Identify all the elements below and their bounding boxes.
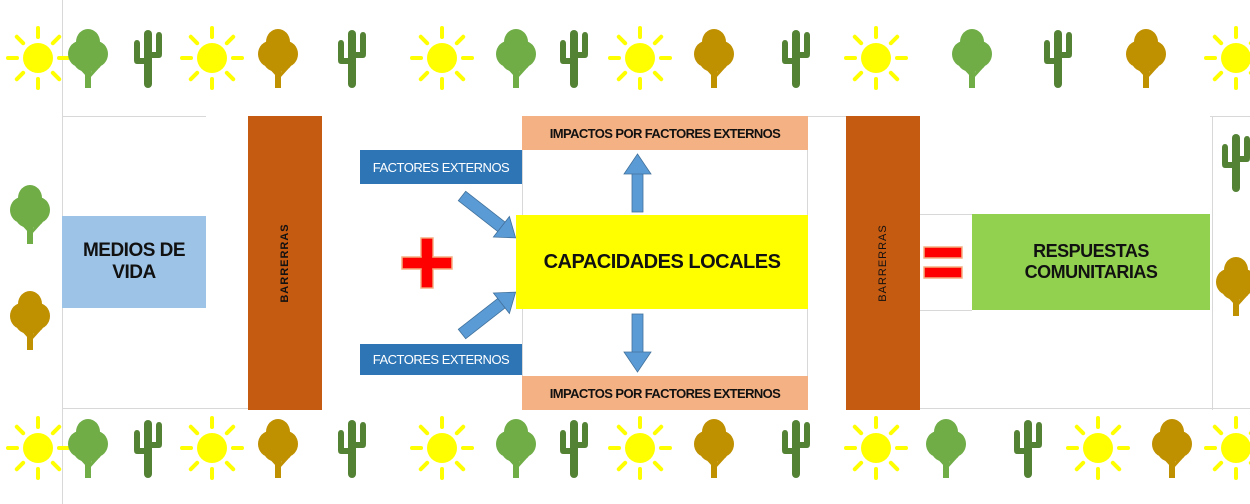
cactus-icon <box>1222 134 1250 192</box>
respuestas-comunitarias-box: RESPUESTAS COMUNITARIAS <box>972 214 1210 310</box>
cactus-icon <box>782 420 810 478</box>
sun-icon <box>844 26 908 90</box>
capacidades-locales-box: CAPACIDADES LOCALES <box>516 215 808 309</box>
arrow-down-impacto-icon <box>623 313 652 373</box>
gold-tree-icon <box>694 419 734 478</box>
green-tree-icon <box>496 419 536 478</box>
cactus-icon <box>338 30 366 88</box>
cactus-icon <box>134 420 162 478</box>
sun-icon <box>180 26 244 90</box>
arrow-factor-top-icon <box>457 190 517 239</box>
green-tree-icon <box>952 29 992 88</box>
frame-top-line-1 <box>62 116 206 117</box>
plus-icon <box>401 237 453 289</box>
sun-icon <box>608 26 672 90</box>
impacto-top-label: IMPACTOS POR FACTORES EXTERNOS <box>549 125 781 141</box>
cactus-icon <box>782 30 810 88</box>
cactus-icon <box>560 420 588 478</box>
frame-top-line-3 <box>1210 116 1250 117</box>
factor-externo-bottom-label: FACTORES EXTERNOS <box>372 352 510 367</box>
green-tree-icon <box>68 29 108 88</box>
gold-tree-icon <box>1126 29 1166 88</box>
cactus-icon <box>560 30 588 88</box>
medios-de-vida-box: MEDIOS DE VIDA <box>62 216 206 308</box>
sun-icon <box>410 416 474 480</box>
frame-right-line <box>1212 116 1213 410</box>
cactus-icon <box>134 30 162 88</box>
green-tree-icon <box>926 419 966 478</box>
sun-icon <box>608 416 672 480</box>
frame-resp-line <box>920 214 972 215</box>
sun-icon <box>6 416 70 480</box>
sun-icon <box>1204 416 1250 480</box>
cactus-icon <box>338 420 366 478</box>
arrow-factor-bottom-icon <box>457 291 517 340</box>
green-tree-icon <box>68 419 108 478</box>
frame-bottom-line-2 <box>920 408 1250 409</box>
cactus-icon <box>1014 420 1042 478</box>
capacidades-locales-label: CAPACIDADES LOCALES <box>543 250 781 273</box>
sun-icon <box>844 416 908 480</box>
barrera-right-box: BARRERRAS <box>846 116 920 410</box>
gold-tree-icon <box>258 419 298 478</box>
gold-tree-icon <box>10 291 50 350</box>
barrera-left-box: BARRERRAS <box>248 116 322 410</box>
frame-bottom-line-1 <box>62 408 248 409</box>
medios-de-vida-label: MEDIOS DE VIDA <box>82 240 186 283</box>
sun-icon <box>1204 26 1250 90</box>
impacto-top-box: IMPACTOS POR FACTORES EXTERNOS <box>522 116 808 150</box>
gold-tree-icon <box>258 29 298 88</box>
cactus-icon <box>1044 30 1072 88</box>
impacto-bottom-box: IMPACTOS POR FACTORES EXTERNOS <box>522 376 808 410</box>
arrow-up-impacto-icon <box>623 153 652 213</box>
sun-icon <box>180 416 244 480</box>
sun-icon <box>6 26 70 90</box>
gold-tree-icon <box>694 29 734 88</box>
equals-icon <box>923 246 963 279</box>
respuestas-comunitarias-label: RESPUESTAS COMUNITARIAS <box>1024 241 1158 282</box>
factor-externo-bottom-box: FACTORES EXTERNOS <box>360 344 522 375</box>
sun-icon <box>1066 416 1130 480</box>
gold-tree-icon <box>1216 257 1250 316</box>
impacto-bottom-label: IMPACTOS POR FACTORES EXTERNOS <box>549 385 781 401</box>
factor-externo-top-label: FACTORES EXTERNOS <box>372 159 510 175</box>
frame-resp-line-b <box>920 310 972 311</box>
green-tree-icon <box>10 185 50 244</box>
sun-icon <box>410 26 474 90</box>
frame-top-line-2 <box>808 116 846 117</box>
green-tree-icon <box>496 29 536 88</box>
gold-tree-icon <box>1152 419 1192 478</box>
factor-externo-top-box: FACTORES EXTERNOS <box>360 150 522 184</box>
